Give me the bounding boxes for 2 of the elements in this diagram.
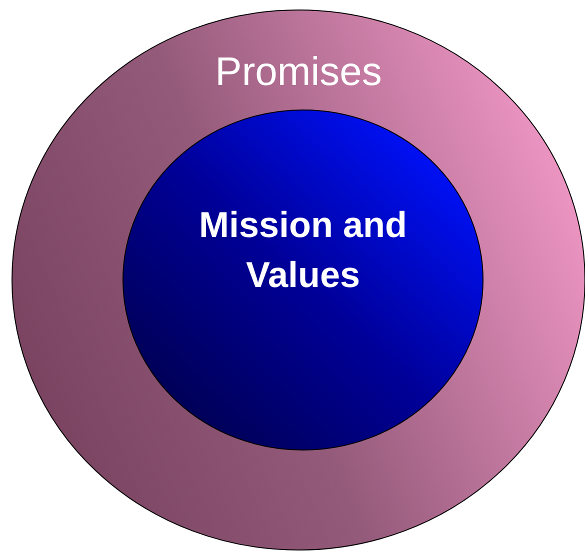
core-label: Mission and Values [198,203,408,298]
ring-label: Promises [214,50,383,94]
